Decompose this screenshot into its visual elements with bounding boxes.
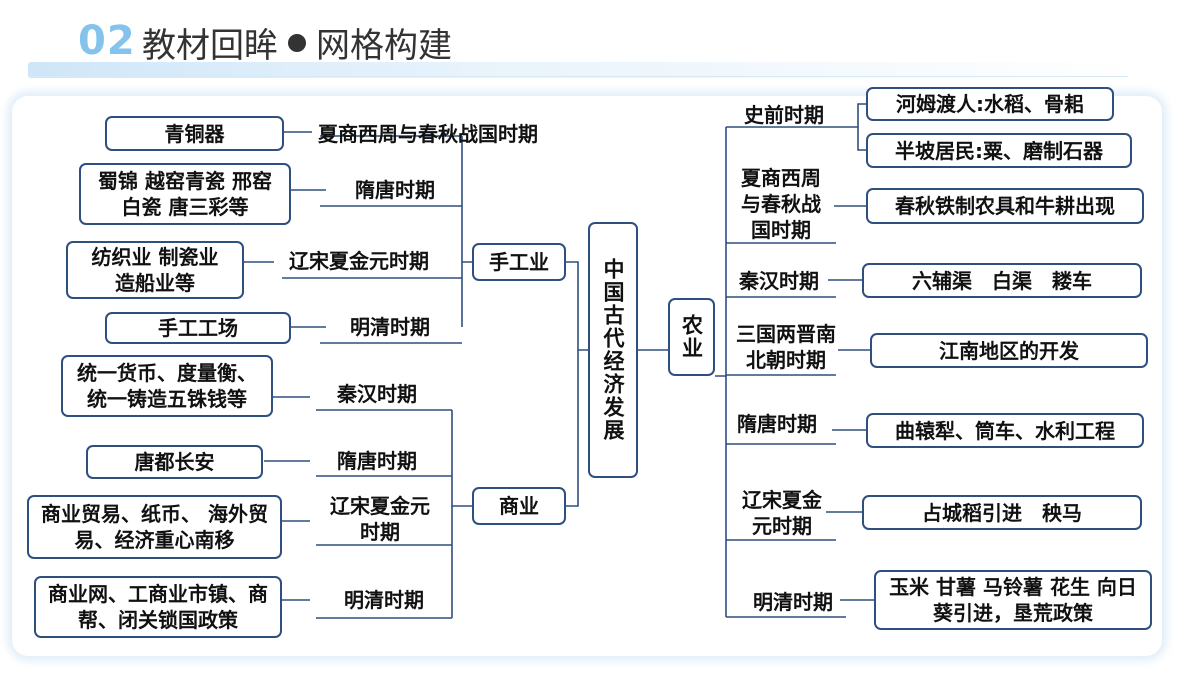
agriculture-item-1: 河姆渡人:水稻、骨耜 bbox=[866, 87, 1114, 121]
handicraft-period-3: 辽宋夏金元时期 bbox=[289, 249, 429, 273]
header-bar bbox=[28, 62, 1138, 78]
agriculture-period-1: 史前时期 bbox=[744, 103, 824, 127]
agriculture-item-5: 江南地区的开发 bbox=[870, 333, 1148, 368]
handicraft-period-2: 隋唐时期 bbox=[355, 178, 435, 202]
commerce-period-1: 秦汉时期 bbox=[337, 382, 417, 406]
agriculture-item-6: 曲辕犁、筒车、水利工程 bbox=[866, 413, 1144, 448]
section-number: 02 bbox=[78, 18, 136, 64]
handicraft-item-3: 纺织业 制瓷业造船业等 bbox=[66, 241, 244, 299]
agriculture-item-8: 玉米 甘薯 马铃薯 花生 向日葵引进，垦荒政策 bbox=[874, 570, 1152, 630]
agriculture-period-2: 夏商西周与春秋战国时期 bbox=[741, 166, 821, 242]
agriculture-item-7: 占城稻引进 秧马 bbox=[862, 495, 1142, 530]
agriculture-period-6: 辽宋夏金元时期 bbox=[742, 488, 822, 538]
agriculture-item-2: 半坡居民:粟、磨制石器 bbox=[866, 133, 1132, 168]
agriculture-period-5: 隋唐时期 bbox=[737, 412, 817, 436]
commerce-item-4: 商业网、工商业市镇、商帮、闭关锁国政策 bbox=[34, 576, 282, 638]
commerce-period-4: 明清时期 bbox=[344, 588, 424, 612]
section-title: 教材回眸 网格构建 bbox=[142, 18, 452, 67]
agriculture-item-3: 春秋铁制农具和牛耕出现 bbox=[866, 188, 1144, 224]
commerce-period-3: 辽宋夏金元时期 bbox=[330, 494, 430, 544]
handicraft-period-4: 明清时期 bbox=[350, 315, 430, 339]
commerce-item-2: 唐都长安 bbox=[86, 445, 263, 479]
agriculture-item-4: 六辅渠 白渠 耧车 bbox=[862, 263, 1142, 298]
section-title-left: 教材回眸 bbox=[142, 26, 278, 66]
handicraft-node: 手工业 bbox=[472, 243, 566, 281]
agriculture-period-4: 三国两晋南北朝时期 bbox=[736, 322, 836, 372]
section-title-right: 网格构建 bbox=[316, 26, 452, 66]
agriculture-node: 农业 bbox=[668, 298, 715, 376]
commerce-period-2: 隋唐时期 bbox=[337, 449, 417, 473]
agriculture-period-7: 明清时期 bbox=[753, 590, 833, 614]
bullet-dot-icon bbox=[288, 33, 306, 52]
handicraft-period-1: 夏商西周与春秋战国时期 bbox=[318, 122, 538, 146]
handicraft-item-4: 手工工场 bbox=[105, 312, 291, 344]
handicraft-item-1: 青铜器 bbox=[105, 116, 284, 151]
commerce-item-3: 商业贸易、纸币、 海外贸易、经济重心南移 bbox=[27, 495, 282, 559]
handicraft-item-2: 蜀锦 越窑青瓷 邢窑白瓷 唐三彩等 bbox=[79, 163, 291, 225]
agriculture-period-3: 秦汉时期 bbox=[739, 269, 819, 293]
commerce-node: 商业 bbox=[472, 487, 566, 525]
root-node: 中国古代经济发展 bbox=[588, 222, 638, 478]
header-divider bbox=[28, 76, 1128, 77]
commerce-item-1: 统一货币、度量衡、统一铸造五铢钱等 bbox=[61, 355, 273, 417]
